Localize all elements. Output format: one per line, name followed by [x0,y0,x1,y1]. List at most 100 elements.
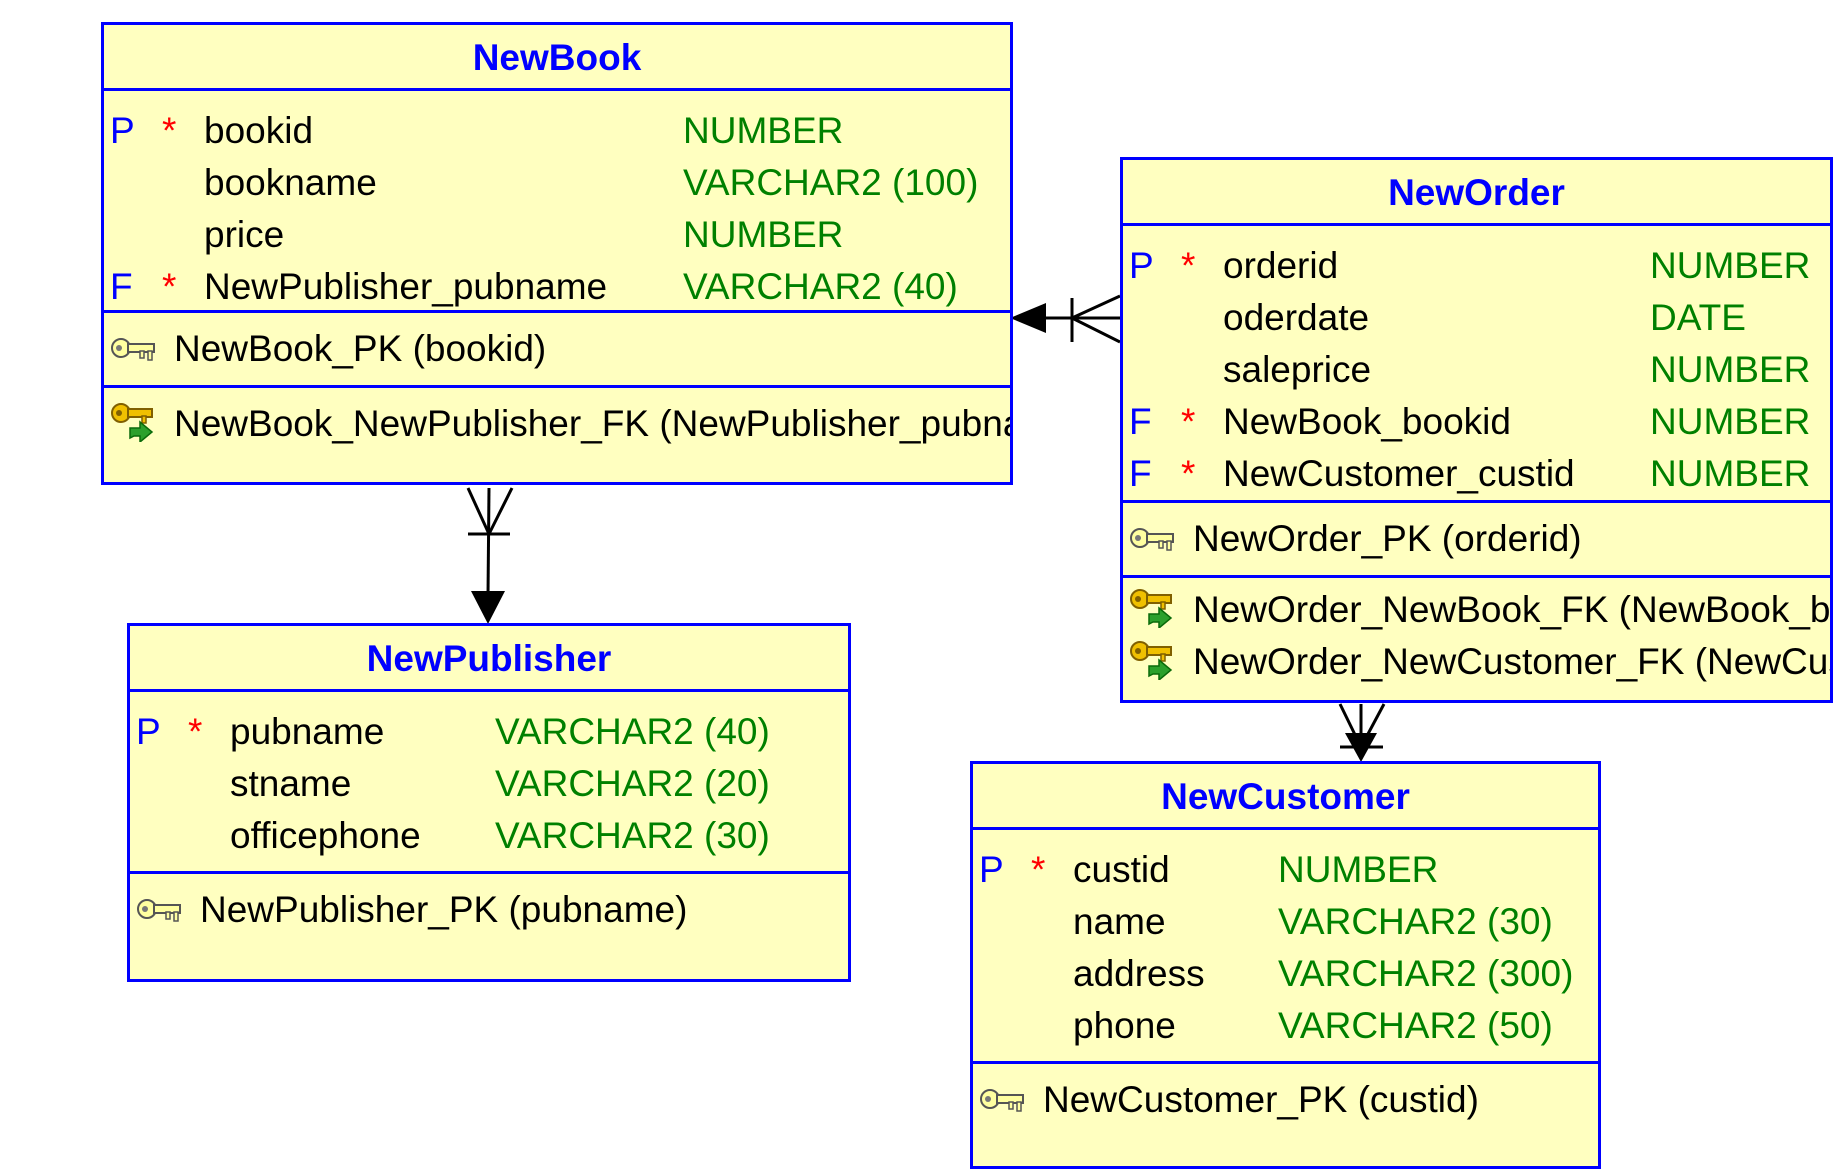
entity-newcustomer[interactable]: NewCustomer P * custid NUMBER name VARCH… [970,761,1601,1169]
pk-label: NewOrder_PK (orderid) [1193,518,1582,559]
entity-title: NewPublisher [130,626,848,692]
column-row[interactable]: P * custid NUMBER [973,844,1598,896]
column-row[interactable]: F * NewPublisher_pubname VARCHAR2 (40) [104,261,1010,313]
column-required: * [1181,245,1196,286]
entity-title: NewOrder [1123,160,1830,226]
rel-crowfoot [1071,294,1121,320]
column-required: * [1181,453,1196,494]
column-row[interactable]: address VARCHAR2 (300) [973,948,1598,1000]
column-list: P * orderid NUMBER oderdate DATE salepri… [1123,226,1830,500]
pk-row[interactable]: NewPublisher_PK (pubname) [130,884,848,936]
column-name: name [1073,901,1166,942]
fk-key-icon [110,402,158,442]
rel-arrowhead [471,591,505,624]
fk-row[interactable]: NewOrder_NewBook_FK (NewBook_bookid) [1123,584,1830,636]
column-list: P * pubname VARCHAR2 (40) stname VARCHAR… [130,692,848,871]
rel-crowfoot [466,487,491,535]
rel-neworder-newcustomer [1338,703,1386,762]
column-flag: P [1129,245,1154,286]
fk-key-icon [1129,640,1177,680]
pk-row[interactable]: NewBook_PK (bookid) [104,323,1010,375]
column-row[interactable]: P * bookid NUMBER [104,105,1010,157]
column-name: address [1073,953,1205,994]
rel-newbook-newpublisher [466,487,514,624]
column-row[interactable]: price NUMBER [104,209,1010,261]
fk-row[interactable]: NewBook_NewPublisher_FK (NewPublisher_pu… [104,398,1010,450]
column-type: NUMBER [683,110,844,151]
pk-key-icon [110,333,158,365]
column-required: * [162,266,177,307]
pk-key-icon [1129,523,1177,555]
pk-label: NewBook_PK (bookid) [174,328,547,369]
column-row[interactable]: oderdate DATE [1123,292,1830,344]
column-type: NUMBER [1650,245,1811,286]
pk-section: NewPublisher_PK (pubname) [130,871,848,936]
column-name: price [204,214,285,255]
column-name: officephone [230,815,421,856]
column-flag: P [979,849,1004,890]
column-name: custid [1073,849,1170,890]
rel-neworder-newbook [1010,294,1121,344]
column-flag: P [136,711,161,752]
column-row[interactable]: name VARCHAR2 (30) [973,896,1598,948]
column-type: NUMBER [1650,453,1811,494]
pk-row[interactable]: NewCustomer_PK (custid) [973,1074,1598,1126]
fk-label: NewOrder_NewCustomer_FK (NewCustomer_cus… [1193,641,1830,682]
column-name: NewBook_bookid [1223,401,1511,442]
column-type: NUMBER [683,214,844,255]
column-row[interactable]: bookname VARCHAR2 (100) [104,157,1010,209]
column-type: VARCHAR2 (50) [1278,1005,1553,1046]
column-type: VARCHAR2 (20) [495,763,770,804]
column-name: phone [1073,1005,1176,1046]
fk-row[interactable]: NewOrder_NewCustomer_FK (NewCustomer_cus… [1123,636,1830,688]
fk-section: NewBook_NewPublisher_FK (NewPublisher_pu… [104,385,1010,450]
column-row[interactable]: stname VARCHAR2 (20) [130,758,848,810]
column-name: NewCustomer_custid [1223,453,1575,494]
column-required: * [162,110,177,151]
rel-arrowhead [1010,303,1046,333]
column-name: stname [230,763,352,804]
column-type: NUMBER [1650,349,1811,390]
column-flag: P [110,110,135,151]
entity-newbook[interactable]: NewBook P * bookid NUMBER bookname VARCH… [101,22,1013,485]
column-row[interactable]: phone VARCHAR2 (50) [973,1000,1598,1052]
column-list: P * custid NUMBER name VARCHAR2 (30) add… [973,830,1598,1061]
column-type: VARCHAR2 (300) [1278,953,1574,994]
column-name: NewPublisher_pubname [204,266,608,307]
entity-neworder[interactable]: NewOrder P * orderid NUMBER oderdate DAT… [1120,157,1833,703]
entity-newpublisher[interactable]: NewPublisher P * pubname VARCHAR2 (40) s… [127,623,851,982]
rel-arrowhead [1345,733,1377,762]
column-type: NUMBER [1650,401,1811,442]
column-required: * [188,711,203,752]
column-row[interactable]: saleprice NUMBER [1123,344,1830,396]
column-type: VARCHAR2 (30) [1278,901,1553,942]
column-row[interactable]: F * NewCustomer_custid NUMBER [1123,448,1830,500]
fk-key-icon [1129,588,1177,628]
pk-label: NewCustomer_PK (custid) [1043,1079,1479,1120]
fk-label: NewOrder_NewBook_FK (NewBook_bookid) [1193,589,1831,630]
pk-key-icon [979,1084,1027,1116]
column-name: oderdate [1223,297,1370,338]
pk-row[interactable]: NewOrder_PK (orderid) [1123,513,1830,565]
column-required: * [1031,849,1046,890]
fk-section: NewOrder_NewBook_FK (NewBook_bookid) New… [1123,575,1830,688]
column-type: VARCHAR2 (40) [495,711,770,752]
pk-section: NewBook_PK (bookid) [104,310,1010,385]
column-name: bookid [204,110,314,151]
column-row[interactable]: F * NewBook_bookid NUMBER [1123,396,1830,448]
column-type: VARCHAR2 (30) [495,815,770,856]
fk-label: NewBook_NewPublisher_FK (NewPublisher_pu… [174,403,1013,444]
column-row[interactable]: P * orderid NUMBER [1123,240,1830,292]
rel-crowfoot [487,487,514,535]
column-row[interactable]: officephone VARCHAR2 (30) [130,810,848,862]
column-row[interactable]: P * pubname VARCHAR2 (40) [130,706,848,758]
column-flag: F [1129,401,1152,442]
column-type: VARCHAR2 (40) [683,266,958,307]
column-list: P * bookid NUMBER bookname VARCHAR2 (100… [104,91,1010,310]
pk-label: NewPublisher_PK (pubname) [200,889,688,930]
column-flag: F [1129,453,1152,494]
column-name: saleprice [1223,349,1372,390]
entity-title: NewBook [104,25,1010,91]
pk-section: NewOrder_PK (orderid) [1123,500,1830,575]
